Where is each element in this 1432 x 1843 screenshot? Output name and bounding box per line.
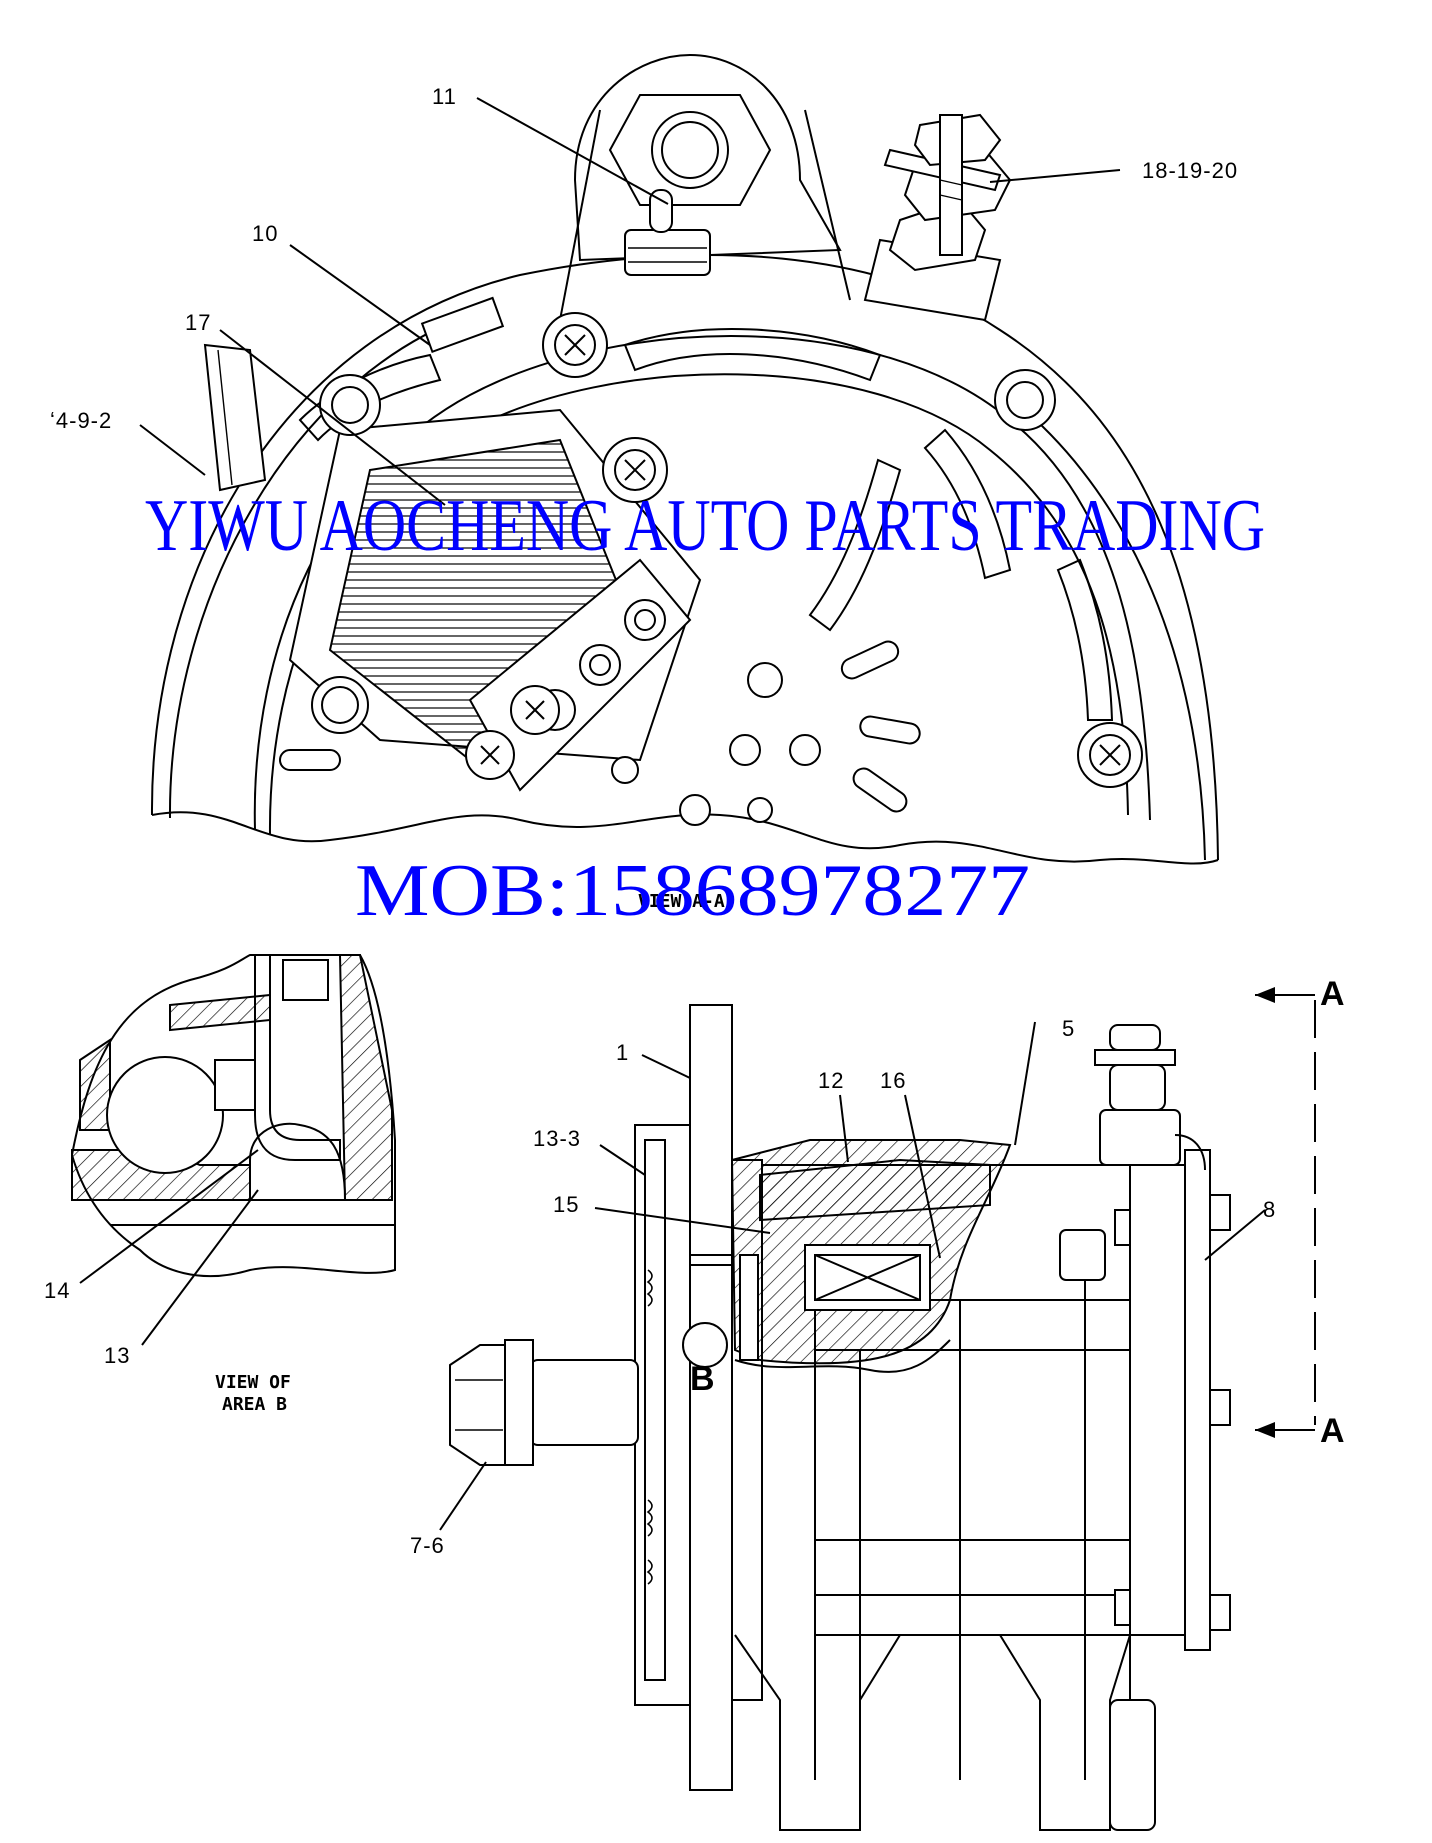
view-aa-leaders [139, 97, 1121, 506]
section-label-a-bottom: A [1320, 1412, 1345, 1450]
view-captions: VIEW A-A VIEW OF AREA B [215, 891, 725, 1415]
callout-16: 16 [880, 1068, 906, 1093]
callout-b: B [690, 1360, 715, 1398]
side-view-drawing [449, 1004, 1231, 1831]
callout-13: 13 [104, 1343, 130, 1368]
callout-13-3: 13-3 [533, 1126, 581, 1151]
watermark: YIWU AOCHENG AUTO PARTS TRADING MOB:1586… [145, 485, 1265, 932]
callout-18-19-20: 18-19-20 [1142, 158, 1238, 183]
detail-area-b-drawing [70, 954, 396, 1278]
callout-14: 14 [44, 1278, 70, 1303]
view-aa-drawing [150, 53, 1219, 865]
callout-17: 17 [185, 310, 211, 335]
caption-view-of-area-b-line2: AREA B [222, 1394, 287, 1415]
callout-5: 5 [1062, 1016, 1075, 1041]
watermark-phone: MOB:15868978277 [355, 850, 1030, 932]
watermark-company: YIWU AOCHENG AUTO PARTS TRADING [145, 485, 1265, 567]
callout-10: 10 [252, 221, 278, 246]
callout-1: 1 [616, 1040, 629, 1065]
part-callouts: 11 18-19-20 10 17 ʻ4-9-2 1 5 12 16 13-3 … [44, 84, 1345, 1558]
callout-7-6: 7-6 [410, 1533, 445, 1558]
section-label-a-top: A [1320, 975, 1345, 1013]
detail-area-b-leaders [79, 1149, 259, 1346]
callout-15: 15 [553, 1192, 579, 1217]
callout-4-9-2: ʻ4-9-2 [50, 408, 112, 433]
callout-8: 8 [1263, 1197, 1276, 1222]
caption-view-of-area-b-line1: VIEW OF [215, 1372, 291, 1393]
callout-12: 12 [818, 1068, 844, 1093]
callout-11: 11 [432, 84, 457, 109]
section-cut-line [1255, 987, 1316, 1438]
caption-view-a-a: VIEW A-A [638, 891, 725, 912]
side-view-leaders [439, 1021, 1266, 1531]
